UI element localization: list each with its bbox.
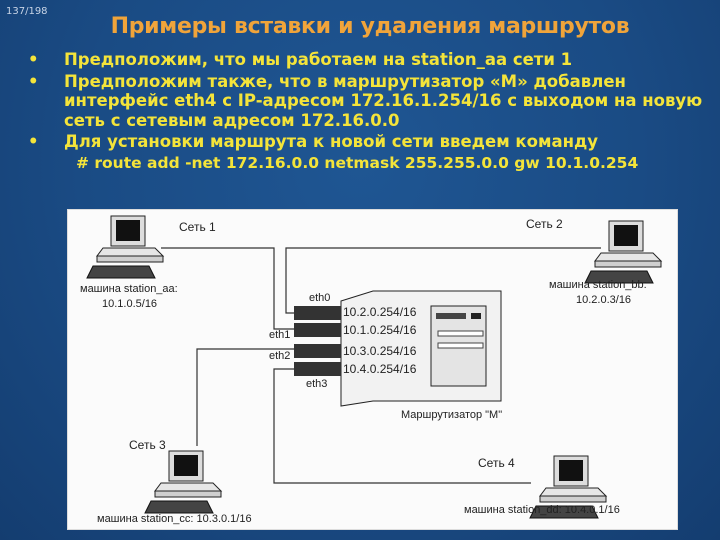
link-net1 [161,247,294,330]
bullet-item: • Предположим, что мы работаем на station… [26,50,716,70]
eth3-label: eth3 [306,378,327,390]
bullet-icon: • [28,71,39,91]
bullet-text: Для установки маршрута к новой сети введ… [64,132,599,151]
network-links [161,247,601,484]
net4-machine: машина station_dd: 10.4.0.1/16 [464,504,620,516]
net1-machine: машина station_aa: [80,283,178,295]
network-diagram: Сеть 1 машина station_aa: 10.1.0.5/16 Се… [67,209,678,530]
net3-machine: машина station_cc: 10.3.0.1/16 [97,513,252,525]
net2-machine: машина station_bb: [549,279,647,291]
net4-label: Сеть 4 [478,456,515,470]
link-net2 [285,247,601,314]
router-icon [340,290,502,407]
bullet-text: Предположим также, что в маршрутизатор «… [64,71,703,130]
computer-station-bb-icon [584,220,662,284]
eth2-label: eth2 [269,350,290,362]
bullet-text: Предположим, что мы работаем на station_… [64,50,573,69]
command-text: # route add -net 172.16.0.0 netmask 255.… [76,153,639,172]
page-number: 137/198 [6,6,48,17]
eth1-ip: 10.1.0.254/16 [343,323,417,337]
computer-station-cc-icon [144,450,222,514]
computer-station-aa-icon [86,215,164,279]
link-net3 [196,348,294,446]
eth0-ip: 10.2.0.254/16 [343,305,417,319]
router-label: Маршрутизатор "М" [401,409,502,421]
net1-label: Сеть 1 [179,220,216,234]
bullet-list: • Предположим, что мы работаем на station… [26,50,716,173]
bullet-icon: • [28,132,39,151]
bullet-item: • Предположим также, что в маршрутизатор … [26,72,716,131]
link-net4 [273,368,531,484]
router-ports [294,306,341,376]
net2-label: Сеть 2 [526,217,563,231]
eth0-label: eth0 [309,292,330,304]
bullet-item: • Для установки маршрута к новой сети вве… [26,132,716,152]
eth1-label: eth1 [269,329,290,341]
slide-title: Примеры вставки и удаления маршрутов [110,14,630,39]
net2-ip: 10.2.0.3/16 [576,294,631,306]
eth3-ip: 10.4.0.254/16 [343,362,417,376]
eth2-ip: 10.3.0.254/16 [343,344,417,358]
net3-label: Сеть 3 [129,438,166,452]
net1-ip: 10.1.0.5/16 [102,298,157,310]
bullet-icon: • [28,50,39,69]
